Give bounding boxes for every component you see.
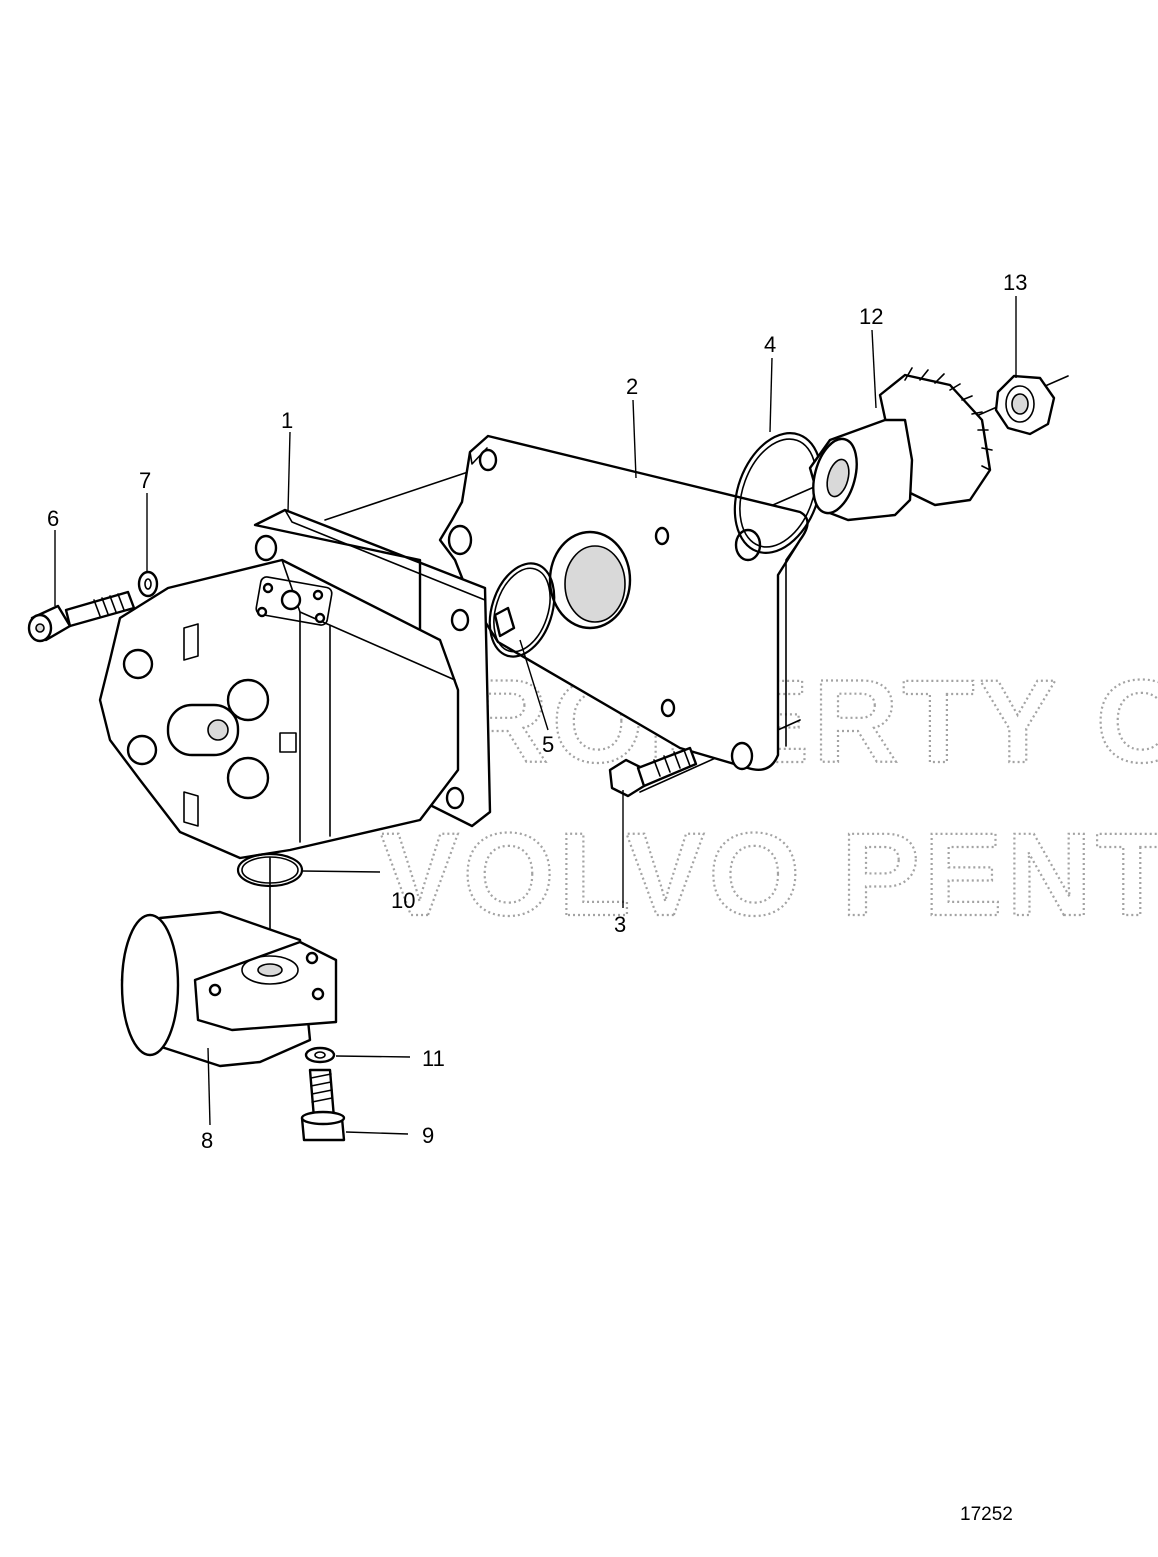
hydraulic-pump [98, 508, 516, 860]
washer-filter [304, 1046, 336, 1064]
o-ring-plate [488, 562, 556, 658]
hex-nut [994, 374, 1056, 436]
washer-flange [137, 570, 159, 598]
o-ring-coupling [733, 432, 823, 554]
callout-9: 9 [422, 1123, 434, 1148]
cap-screw-flange [27, 590, 136, 643]
callout-13: 13 [1003, 270, 1027, 295]
hex-bolt-plate [608, 746, 698, 798]
callout-6: 6 [47, 506, 59, 531]
o-ring-filter [236, 852, 304, 888]
callout-5: 5 [542, 732, 554, 757]
filter-reservoir [120, 910, 338, 1068]
callout-12: 12 [859, 304, 883, 329]
mounting-plate [438, 434, 809, 772]
callout-11: 11 [422, 1046, 445, 1071]
callout-7: 7 [139, 468, 151, 493]
callout-3: 3 [614, 912, 626, 937]
callout-4: 4 [764, 332, 776, 357]
callout-leaders [54, 296, 1017, 1135]
watermark-line-2: VOLVO PENTA [380, 809, 1158, 941]
cap-screw-filter [300, 1068, 346, 1142]
callout-1: 1 [281, 408, 293, 433]
callout-2: 2 [626, 374, 638, 399]
callout-labels: 1 2 3 4 5 6 7 8 9 10 11 12 13 [47, 270, 1027, 1153]
callout-8: 8 [201, 1128, 213, 1153]
drive-gear [808, 367, 993, 522]
callout-10: 10 [391, 888, 415, 913]
figure-number: 17252 [960, 1504, 1013, 1525]
